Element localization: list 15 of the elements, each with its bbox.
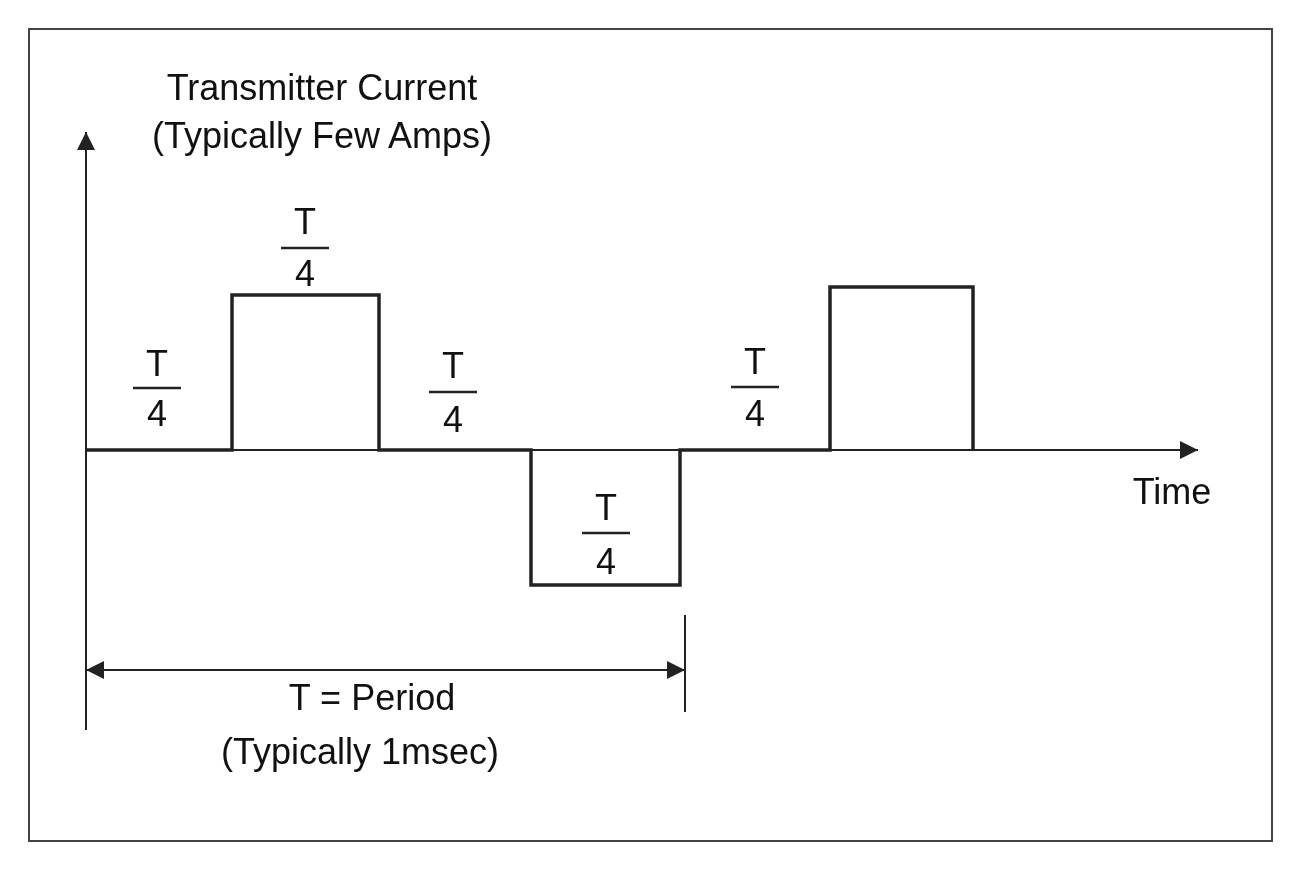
duration-label: T (442, 346, 464, 386)
axis-label: Time (1132, 472, 1212, 512)
dimension-label: (Typically 1msec) (220, 732, 500, 772)
duration-label: T (744, 342, 766, 382)
dimension-label: T = Period (288, 678, 456, 718)
duration-label: 4 (147, 394, 167, 434)
duration-label: 4 (596, 542, 616, 582)
duration-label: T (595, 488, 617, 528)
axis-label: Transmitter Current (166, 68, 478, 108)
duration-label: 4 (443, 400, 463, 440)
axis-label: (Typically Few Amps) (151, 116, 493, 156)
duration-label: 4 (295, 254, 315, 294)
duration-label: T (146, 344, 168, 384)
duration-label: T (294, 202, 316, 242)
duration-label: 4 (745, 394, 765, 434)
